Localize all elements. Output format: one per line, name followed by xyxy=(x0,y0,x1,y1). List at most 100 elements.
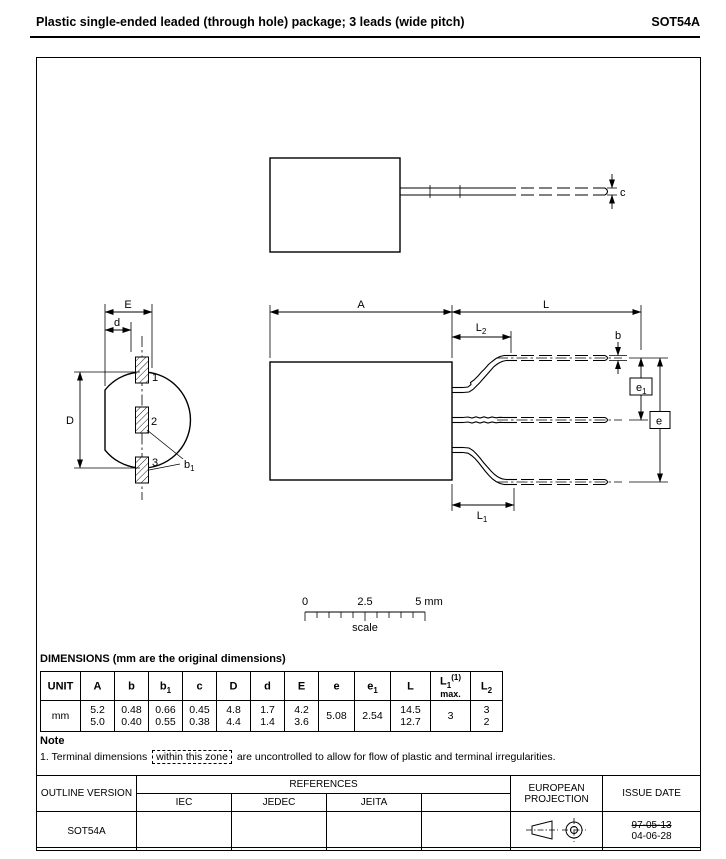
bottom-view: 1 2 3 E d D b1 xyxy=(66,299,195,500)
lead-2-section xyxy=(135,406,149,434)
note-zone-box: within this zone xyxy=(152,750,232,764)
dim-A: A xyxy=(269,299,453,358)
ref-col-jeita: JEITA xyxy=(326,793,422,812)
title-block-table: OUTLINE VERSION REFERENCES EUROPEAN PROJ… xyxy=(36,775,702,851)
dimensions-header-row: UNIT A b b1 c D d E e e1 L L1(1)max. L2 xyxy=(40,671,503,701)
dim-col-d: d xyxy=(250,671,285,701)
scale-tick-0: 0 xyxy=(302,596,308,608)
dim-value-unit: mm xyxy=(40,699,81,732)
dim-label-e: e xyxy=(656,416,662,428)
package-code: SOT54A xyxy=(651,15,700,29)
dim-e: e xyxy=(629,357,671,483)
issue-date-cell: 97-05-13 04-06-28 xyxy=(602,811,702,851)
outline-version-header: OUTLINE VERSION xyxy=(36,775,137,812)
dim-L: L xyxy=(451,299,642,350)
dim-col-b: b xyxy=(114,671,149,701)
ref-value-jeita xyxy=(326,811,422,851)
pin-number-2: 2 xyxy=(151,416,157,428)
dim-label-L1: L1 xyxy=(477,510,488,524)
dim-value-e: 5.08 xyxy=(318,699,355,732)
scale-bar: 0 2.5 5 mm scale xyxy=(302,596,443,634)
dim-b: b xyxy=(609,330,627,374)
dim-label-e1: e1 xyxy=(636,382,647,396)
dim-col-A: A xyxy=(80,671,115,701)
page-title: Plastic single-ended leaded (through hol… xyxy=(36,15,465,29)
title-block-value-row: SOT54A 97-05-13 0 xyxy=(36,811,702,851)
pin-number-1: 1 xyxy=(152,372,158,384)
dim-col-e1: e1 xyxy=(354,671,391,701)
note-heading: Note xyxy=(40,735,65,747)
dimensions-table: UNIT A b b1 c D d E e e1 L L1(1)max. L2 … xyxy=(40,671,503,732)
dim-value-e1: 2.54 xyxy=(354,699,391,732)
european-projection-header: EUROPEAN PROJECTION xyxy=(510,775,604,812)
note-text-post: are uncontrolled to allow for flow of pl… xyxy=(236,751,556,763)
dimensions-title: DIMENSIONS (mm are the original dimensio… xyxy=(40,653,286,665)
package-body-front xyxy=(269,361,453,481)
note-item-1: 1. Terminal dimensions within this zone … xyxy=(40,750,556,764)
dim-col-unit: UNIT xyxy=(40,671,81,701)
dim-L1: L1 xyxy=(451,484,515,524)
dim-col-E: E xyxy=(284,671,319,701)
lead-1-section xyxy=(135,356,149,384)
title-block-header-row: OUTLINE VERSION REFERENCES EUROPEAN PROJ… xyxy=(36,775,702,812)
issue-date-header: ISSUE DATE xyxy=(602,775,702,812)
dim-label-b1: b1 xyxy=(184,459,195,473)
european-projection-cell xyxy=(510,811,604,851)
dim-d: d xyxy=(104,317,132,352)
dim-col-L2: L2 xyxy=(470,671,503,701)
references-subheader-row: IEC JEDEC JEITA xyxy=(37,793,701,812)
lead-2-front xyxy=(452,416,622,424)
issue-date-old: 97-05-13 xyxy=(631,820,672,831)
lead-3-section xyxy=(135,456,149,484)
ref-value-extra xyxy=(420,811,512,851)
dim-label-A: A xyxy=(357,299,365,311)
references-header: REFERENCES xyxy=(135,775,512,794)
dim-D: D xyxy=(66,371,140,469)
dim-label-c: c xyxy=(620,187,626,199)
ref-value-jedec xyxy=(231,811,327,851)
scale-tick-2-5: 2.5 xyxy=(357,596,372,608)
ref-col-iec: IEC xyxy=(136,793,232,812)
lead-3-front xyxy=(452,446,622,486)
header-rule xyxy=(30,36,700,38)
dim-col-c: c xyxy=(182,671,217,701)
issue-date-new: 04-06-28 xyxy=(631,831,672,842)
ref-value-iec xyxy=(136,811,232,851)
front-view: A L L2 L1 b xyxy=(269,299,671,524)
pin-number-3: 3 xyxy=(152,457,158,469)
first-angle-projection-icon xyxy=(525,817,586,842)
scale-tick-5mm: 5 mm xyxy=(415,596,443,608)
dim-label-L: L xyxy=(543,299,549,311)
dim-col-L: L xyxy=(390,671,431,701)
dim-col-D: D xyxy=(216,671,251,701)
e1-reference-box xyxy=(629,377,653,396)
dim-label-d: d xyxy=(114,317,120,329)
note-text-pre: 1. Terminal dimensions xyxy=(40,751,148,763)
dim-col-L1: L1(1)max. xyxy=(430,671,471,701)
ref-col-jedec: JEDEC xyxy=(231,793,327,812)
dim-label-D: D xyxy=(66,415,74,427)
dim-value-L1: 3 xyxy=(430,699,471,732)
dim-label-L2: L2 xyxy=(476,322,487,336)
scale-caption: scale xyxy=(352,622,378,634)
lead-side xyxy=(400,185,609,198)
package-outline-drawing: c 1 2 3 E d xyxy=(66,157,671,634)
dim-L2: L2 xyxy=(451,322,512,353)
dim-col-e: e xyxy=(318,671,355,701)
dim-c: c xyxy=(607,174,626,209)
dim-label-b: b xyxy=(615,330,621,342)
dim-col-b1: b1 xyxy=(148,671,183,701)
e-reference-box xyxy=(649,411,671,429)
ref-col-extra xyxy=(420,793,512,812)
outline-version-value: SOT54A xyxy=(36,811,137,851)
